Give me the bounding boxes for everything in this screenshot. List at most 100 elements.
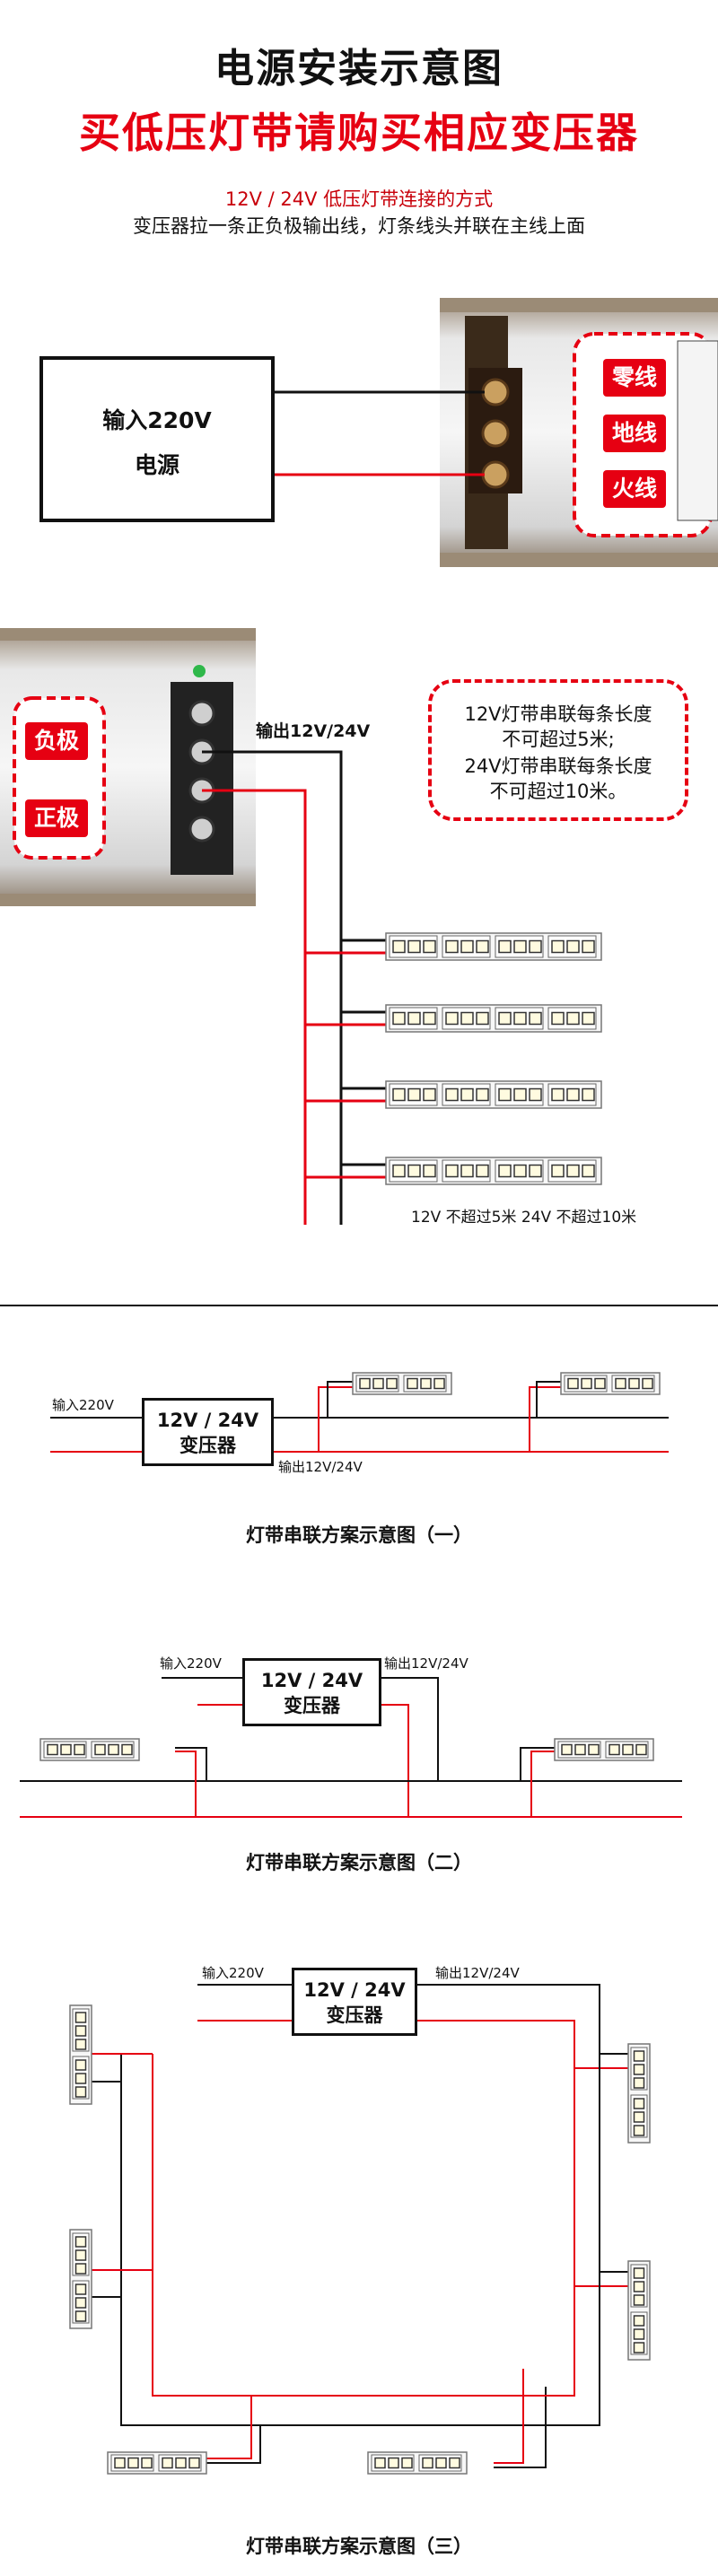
led-chip	[582, 1087, 595, 1102]
led-chip	[74, 2236, 87, 2248]
led-chip	[566, 1087, 580, 1102]
led-chip	[74, 2249, 87, 2261]
led-chip	[551, 1164, 565, 1178]
led-chip	[476, 1087, 489, 1102]
input-power-box: 输入220V 电源	[39, 356, 275, 522]
warning-line-2: 不可超过5米;	[502, 729, 615, 750]
led-chip	[445, 1087, 459, 1102]
neutral-wire-tag: 零线	[603, 359, 667, 397]
led-chip	[407, 1164, 421, 1178]
led-chip	[175, 2457, 187, 2469]
led-chip	[74, 1743, 85, 1756]
led-chip	[423, 1164, 436, 1178]
led-chip	[74, 2025, 87, 2037]
led-chip	[476, 939, 489, 954]
led-chip	[460, 1087, 474, 1102]
diagram3-input-label: 输入220V	[202, 1965, 264, 1981]
led-chip	[633, 2328, 645, 2340]
led-chip	[551, 1087, 565, 1102]
diagram2-transformer-voltage: 12V / 24V	[260, 1670, 363, 1691]
page-title: 电源安装示意图	[215, 46, 503, 92]
diagram3-transformer-box: 12V / 24V 变压器	[292, 1968, 417, 2036]
diagram1-output-label: 输出12V/24V	[278, 1459, 363, 1475]
led-chip	[374, 2457, 386, 2469]
led-chip	[582, 1164, 595, 1178]
promo-title: 买低压灯带请购买相应变压器	[79, 109, 639, 157]
led-chip	[74, 2039, 87, 2050]
led-chip	[633, 2077, 645, 2089]
led-chip	[407, 1011, 421, 1026]
led-chip	[582, 1011, 595, 1026]
led-chip	[588, 1743, 600, 1756]
led-chip	[60, 1743, 72, 1756]
led-chip	[622, 1743, 634, 1756]
power-source-label: 电源	[134, 452, 180, 478]
led-chip	[445, 1011, 459, 1026]
led-chip	[513, 1164, 527, 1178]
led-chip	[551, 939, 565, 954]
led-chip	[529, 1011, 542, 1026]
led-chip	[407, 939, 421, 954]
led-strip-group-main	[305, 932, 602, 1185]
led-chip	[47, 1743, 58, 1756]
led-chip	[386, 1377, 398, 1390]
led-chip	[628, 1377, 640, 1390]
led-chip	[633, 2064, 645, 2075]
led-chip	[74, 2059, 87, 2071]
led-chip	[449, 2457, 460, 2469]
led-chip	[359, 1377, 371, 1390]
diagram3-led-strip-right-bottom	[627, 2260, 651, 2361]
led-chip	[407, 1087, 421, 1102]
led-chip	[188, 2457, 200, 2469]
led-chip	[74, 2073, 87, 2084]
led-chip	[423, 1011, 436, 1026]
led-chip	[529, 1087, 542, 1102]
led-chip	[435, 2457, 447, 2469]
diagram2-transformer-name: 变压器	[284, 1695, 340, 1716]
led-chip	[74, 2297, 87, 2309]
ground-wire-tag: 地线	[603, 415, 667, 452]
led-chip	[401, 2457, 413, 2469]
diagram2-led-strip-b	[554, 1738, 654, 1761]
led-chip	[460, 1164, 474, 1178]
led-chip	[388, 2457, 399, 2469]
diagram2-led-strip-a	[39, 1738, 140, 1761]
led-chip	[594, 1377, 606, 1390]
led-chip	[567, 1377, 579, 1390]
led-chip	[574, 1743, 586, 1756]
length-limit-label: 12V 不超过5米 24V 不超过10米	[411, 1209, 637, 1227]
led-chip	[633, 2342, 645, 2353]
diagram3-output-label: 输出12V/24V	[435, 1965, 520, 1981]
led-chip	[633, 2111, 645, 2123]
led-chip	[74, 2086, 87, 2098]
led-chip	[476, 1164, 489, 1178]
led-chip	[127, 2457, 139, 2469]
led-chip	[633, 2125, 645, 2136]
led-chip	[633, 2315, 645, 2327]
led-chip	[94, 1743, 106, 1756]
led-chip	[392, 1011, 406, 1026]
output-voltage-label: 输出12V/24V	[256, 721, 371, 741]
led-chip	[392, 1087, 406, 1102]
led-chip	[74, 2310, 87, 2322]
led-chip	[609, 1743, 620, 1756]
led-chip	[529, 939, 542, 954]
led-chip	[407, 1377, 418, 1390]
led-chip	[422, 2457, 433, 2469]
led-chip	[423, 939, 436, 954]
led-chip	[513, 1087, 527, 1102]
led-chip	[581, 1377, 592, 1390]
led-chip	[460, 1011, 474, 1026]
length-warning-box: 12V灯带串联每条长度 不可超过5米; 24V灯带串联每条长度 不可超过10米。	[428, 679, 688, 821]
led-chip	[633, 2098, 645, 2109]
diagram2-caption: 灯带串联方案示意图（二）	[246, 1852, 472, 1873]
led-chip	[445, 939, 459, 954]
positive-terminal-tag: 正极	[25, 799, 89, 837]
led-chip	[513, 1011, 527, 1026]
diagram2-output-label: 输出12V/24V	[384, 1655, 468, 1672]
led-chip	[633, 2267, 645, 2279]
led-chip	[635, 1743, 647, 1756]
led-chip	[561, 1743, 573, 1756]
led-strip-row-1	[385, 932, 602, 961]
diagram-2-wiring	[20, 1677, 682, 1818]
